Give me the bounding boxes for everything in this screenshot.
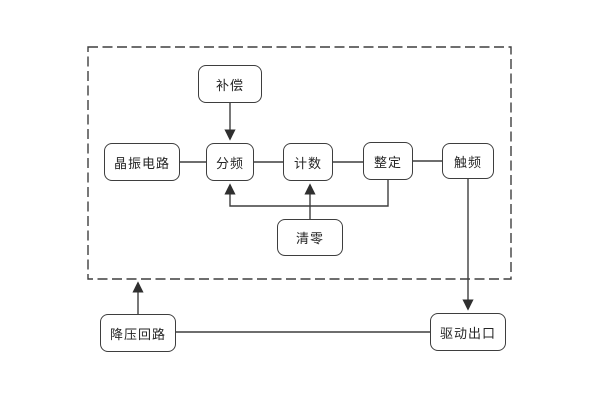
node-crystal-oscillator: 晶振电路: [104, 143, 180, 181]
node-trigger-frequency-label: 触频: [453, 154, 482, 170]
node-setting-label: 整定: [373, 154, 402, 170]
node-step-down-loop: 降压回路: [100, 314, 176, 352]
node-counter-label: 计数: [293, 155, 322, 171]
node-clear-zero: 清零: [277, 219, 343, 256]
dashed-boundary: [87, 46, 512, 280]
node-crystal-oscillator-label: 晶振电路: [113, 155, 170, 171]
node-clear-zero-label: 清零: [295, 231, 324, 246]
node-step-down-loop-label: 降压回路: [109, 326, 166, 342]
node-setting: 整定: [363, 142, 413, 180]
node-drive-output-label: 驱动出口: [439, 325, 496, 341]
node-compensation-label: 补偿: [215, 77, 244, 93]
node-trigger-frequency: 触频: [442, 143, 494, 179]
node-drive-output: 驱动出口: [430, 313, 506, 351]
node-frequency-divider: 分频: [206, 143, 254, 181]
node-compensation: 补偿: [198, 65, 262, 103]
edge-setting-feedback-to-divider: [224, 180, 389, 207]
node-frequency-divider-label: 分频: [215, 155, 244, 171]
node-counter: 计数: [283, 143, 333, 181]
